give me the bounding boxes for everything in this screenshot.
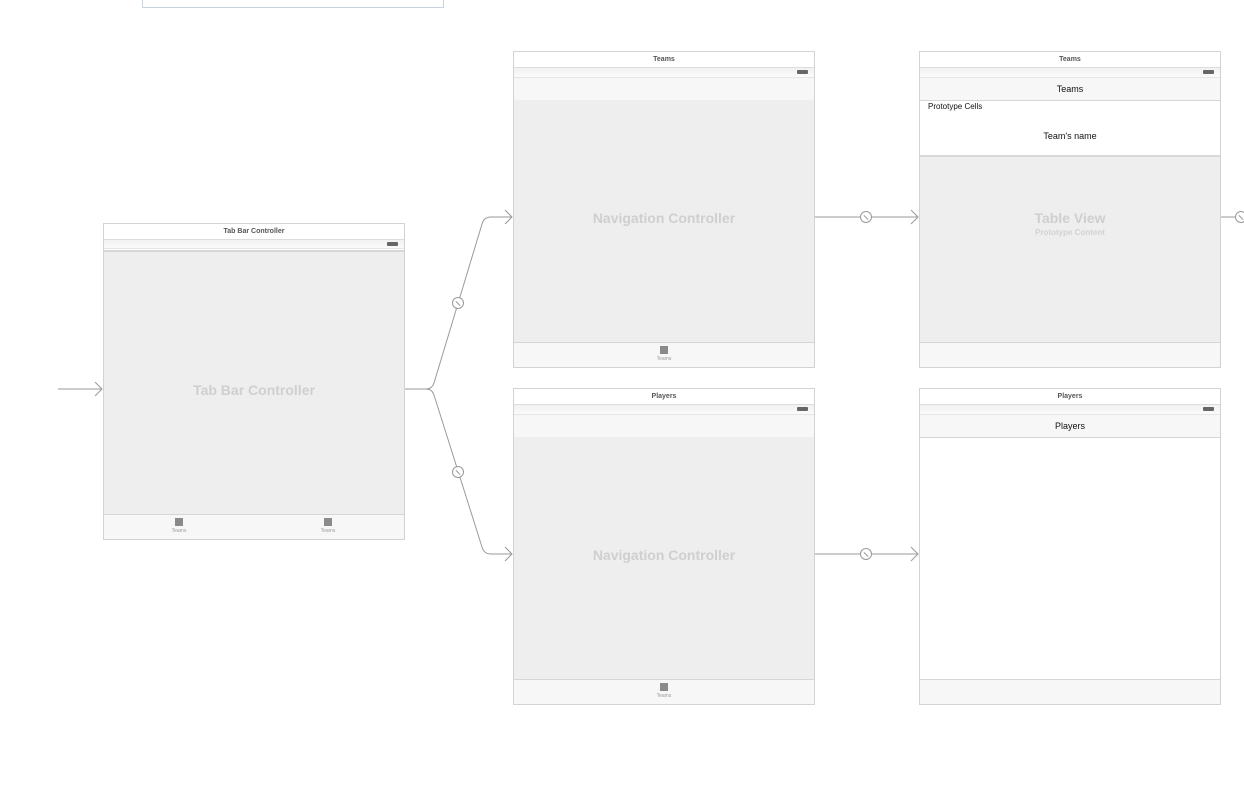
teams-table-view-controller-scene[interactable]: Teams Teams Prototype Cells Team's name … [920, 52, 1220, 367]
scene-watermark: Tab Bar Controller [193, 382, 315, 398]
nav-bar-title[interactable]: Players [920, 415, 1220, 438]
tab-item-2[interactable]: Teams [308, 518, 348, 534]
nav-bar [514, 415, 814, 438]
tab-label: Teams [656, 693, 672, 699]
tab-label: Teams [656, 356, 672, 362]
prototype-cells-header: Prototype Cells [928, 102, 983, 111]
scene-title[interactable]: Teams [920, 52, 1220, 68]
tab-bar: Teams [514, 679, 814, 704]
tab-bar-controller-scene[interactable]: Tab Bar Controller Tab Bar Controller Te… [104, 224, 404, 539]
segue-icon[interactable] [452, 466, 464, 478]
scene-watermark: Table View [1034, 210, 1106, 226]
tab-item[interactable]: Teams [644, 346, 684, 362]
battery-icon [797, 407, 808, 411]
cell-separator [920, 155, 1220, 157]
status-bar [514, 405, 814, 415]
status-bar [920, 68, 1220, 78]
tab-square-icon [175, 518, 183, 526]
tab-square-icon [660, 346, 668, 354]
tab-item-1[interactable]: Teams [159, 518, 199, 534]
table-content: Table View Prototype Content [920, 157, 1220, 343]
status-bar [104, 240, 404, 249]
segue-icon[interactable] [860, 548, 872, 560]
nav-bar [514, 78, 814, 101]
status-bar [514, 68, 814, 78]
tab-label: Teams [171, 528, 187, 534]
scene-watermark: Navigation Controller [592, 547, 736, 563]
nav-bar-title[interactable]: Teams [920, 78, 1220, 101]
scene-watermark-sub: Prototype Content [1035, 228, 1105, 237]
scene-content: Navigation Controller [514, 100, 814, 343]
scene-title[interactable]: Players [920, 389, 1220, 405]
status-bar [920, 405, 1220, 415]
segue-icon[interactable] [452, 297, 464, 309]
scene-title[interactable]: Tab Bar Controller [104, 224, 404, 240]
players-view-controller-scene[interactable]: Players Players [920, 389, 1220, 704]
battery-icon [1203, 70, 1214, 74]
segue-icon[interactable] [1235, 211, 1244, 223]
battery-icon [1203, 407, 1214, 411]
tab-bar [920, 342, 1220, 367]
tab-bar: Teams [514, 342, 814, 367]
tab-square-icon [324, 518, 332, 526]
battery-icon [387, 242, 398, 246]
tab-item[interactable]: Teams [644, 683, 684, 699]
initial-entry-arrow [58, 381, 103, 397]
players-navigation-controller-scene[interactable]: Players Navigation Controller Teams [514, 389, 814, 704]
scene-content: Tab Bar Controller [104, 250, 404, 515]
segue-icon[interactable] [860, 211, 872, 223]
scene-watermark: Navigation Controller [592, 210, 736, 226]
top-text-field[interactable] [142, 0, 444, 8]
tab-square-icon [660, 683, 668, 691]
tab-label: Teams [320, 528, 336, 534]
teams-navigation-controller-scene[interactable]: Teams Navigation Controller Teams [514, 52, 814, 367]
tab-bar [920, 679, 1220, 704]
tab-bar: Teams Teams [104, 514, 404, 539]
battery-icon [797, 70, 808, 74]
scene-content: Navigation Controller [514, 437, 814, 680]
scene-title[interactable]: Teams [514, 52, 814, 68]
scene-title[interactable]: Players [514, 389, 814, 405]
prototype-cell-label[interactable]: Team's name [1043, 131, 1097, 141]
